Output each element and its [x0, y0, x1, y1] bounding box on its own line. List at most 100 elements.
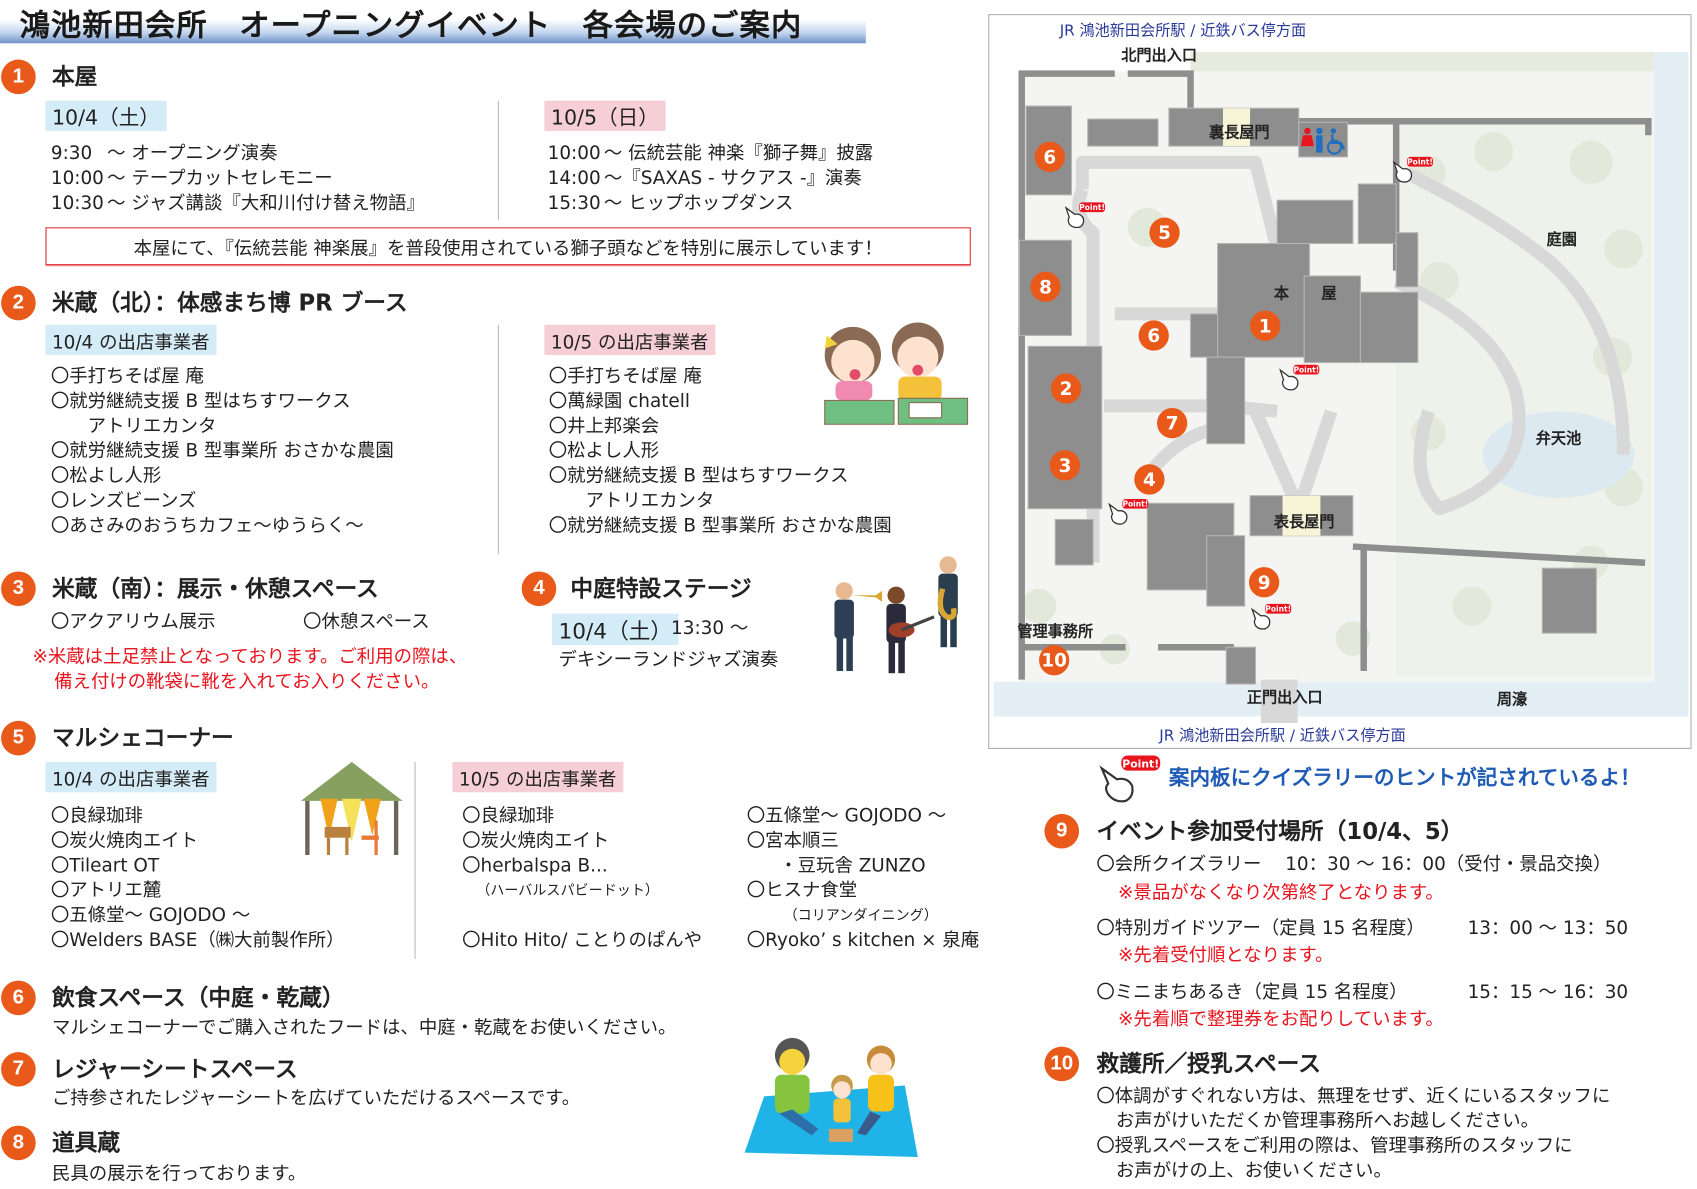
warning-note: 備え付けの靴袋に靴を入れてお入りください。: [54, 671, 440, 693]
program-item: 〇ミニまちあるき（定員 15 名程度）: [1096, 981, 1408, 1004]
title-banner: [0, 0, 866, 44]
restroom-icon: [1300, 127, 1346, 155]
map-marker-label: 4: [1143, 470, 1156, 491]
section-number-8: 8: [1, 1125, 36, 1161]
pointing-hand-icon: [1064, 206, 1085, 229]
point-badge-bg: [1293, 364, 1320, 375]
vendor-item: 〇Tileart OT: [50, 855, 160, 877]
vendor-item: 〇五條堂〜 GOJODO 〜: [746, 805, 947, 827]
vendors-badge-day1: 10/4 の出店事業者: [45, 761, 217, 793]
program-time: 13：00 〜 13：50: [1467, 917, 1629, 940]
stage-event: デキシーランドジャズ演奏: [558, 649, 779, 672]
vendor-item: 〇炭火焼肉エイト: [50, 830, 199, 852]
section-heading-10: 救護所／授乳スペース: [1096, 1050, 1321, 1077]
facility-item: 〇休憩スペース: [303, 611, 430, 634]
section-number-1: 1: [1, 59, 36, 95]
map-marker-label: 5: [1158, 223, 1171, 244]
section-heading-5: マルシェコーナー: [51, 725, 234, 752]
section-number-7: 7: [1, 1051, 36, 1087]
section-heading-9: イベント参加受付場所（10/4、5）: [1096, 818, 1464, 845]
info-line: 〇授乳スペースをご利用の際は、管理事務所のスタッフに: [1096, 1135, 1573, 1157]
map-label-north-gate: 北門出入口: [1121, 47, 1197, 65]
pointing-hand-icon: [1250, 607, 1271, 630]
section-number-6: 6: [1, 980, 36, 1016]
map-marker-circle: [1034, 141, 1065, 173]
map-label-office: 管理事務所: [1017, 622, 1093, 640]
pointing-hand-icon: Point!: [1099, 755, 1161, 803]
vendor-item: 〇就労継続支援 B 型事業所 おさかな農園: [50, 440, 394, 463]
vendor-item: アトリエカンタ: [567, 490, 715, 512]
section-desc-8: 民具の展示を行っております。: [51, 1163, 307, 1186]
section-number-2: 2: [1, 285, 36, 321]
pointing-hand-icon: [1279, 368, 1299, 391]
schedule-item: 10:00〜 テープカットセレモニー: [50, 167, 333, 190]
map-marker-circle: [1138, 320, 1169, 351]
warning-note: ※米蔵は土足禁止となっております。ご利用の際は、: [32, 646, 468, 668]
map-marker-label: 9: [1258, 573, 1271, 594]
section-number-9: 9: [1044, 813, 1080, 849]
vendor-item: 〇レンズビーンズ: [50, 490, 197, 512]
map-marker-label: 2: [1060, 379, 1073, 400]
front-gate-passage: [1282, 495, 1321, 536]
vendor-item: 〇就労継続支援 B 型はちすワークス: [50, 390, 351, 413]
map-label-main-house: 本: [1274, 285, 1290, 303]
info-line: お声がけの上、お使いください。: [1115, 1160, 1392, 1182]
map-label-back-gate: 裏長屋門: [1208, 123, 1270, 141]
vendor-item: 〇ヒスナ食堂: [746, 879, 858, 902]
point-badge-bg: [1265, 603, 1292, 614]
divider: [497, 324, 499, 555]
section-number-5: 5: [1, 720, 36, 756]
divider: [414, 761, 416, 959]
tent-illustration: [300, 761, 403, 856]
point-badge: Point!: [1293, 365, 1319, 374]
point-badge: Point!: [1079, 203, 1105, 212]
vendor-item-subtitle: （ハーバルスパビードット）: [476, 883, 659, 900]
vendor-item: 〇Hito Hito/ ことりのぱんや: [462, 929, 703, 952]
notice-box: 本屋にて、『伝統芸能 神楽展』を普段使用されている獅子頭などを特別に展示していま…: [45, 227, 971, 266]
moat-east: [1653, 51, 1689, 715]
map-marker-circle: [1248, 567, 1280, 598]
schedule-item: 10:30〜 ジャズ講談『大和川付け替え物語』: [50, 192, 425, 215]
point-badge-bg: [1122, 498, 1149, 509]
vendor-item: 〇宮本順三: [746, 830, 839, 852]
date-badge: 10/4（土）: [551, 613, 679, 646]
section-number-4: 4: [521, 571, 557, 607]
map-marker-circle: [1050, 373, 1082, 404]
point-badge-bg: [1079, 202, 1106, 213]
vendor-item: 〇手打ちそば屋 庵: [548, 365, 702, 388]
vendor-item: 〇Ryoko’ s kitchen × 泉庵: [746, 929, 980, 952]
point-badge: Point!: [1265, 604, 1291, 613]
program-note: ※先着受付順となります。: [1118, 944, 1334, 967]
map-marker-circle: [1250, 310, 1281, 341]
section-heading-4: 中庭特設ステージ: [570, 575, 752, 602]
map-label-garden: 庭園: [1547, 231, 1577, 249]
program-item: 〇特別ガイドツアー（定員 15 名程度）: [1096, 917, 1425, 940]
map-marker-circle: [1149, 217, 1180, 248]
map-marker-circle: [1134, 464, 1165, 495]
section-desc-6: マルシェコーナーでご購入されたフードは、中庭・乾蔵をお使いください。: [51, 1017, 677, 1040]
info-line: 〇体調がすぐれない方は、無理をせず、近くにいるスタッフに: [1096, 1085, 1611, 1108]
quiz-hint-text: 案内板にクイズラリーのヒントが記されているよ！: [1168, 766, 1641, 791]
vendors-badge-day2: 10/5 の出店事業者: [544, 324, 715, 355]
map-label-pond: 弁天池: [1536, 430, 1581, 448]
program-note: ※景品がなくなり次第終了となります。: [1118, 882, 1444, 904]
point-badge-bg: [1406, 156, 1433, 167]
page-title: 鴻池新田会所 オープニングイベント 各会場のご案内: [19, 7, 803, 44]
program-time: 15：15 〜 16：30: [1467, 981, 1629, 1004]
date-badge-day1: 10/4（土）: [45, 100, 167, 131]
section-heading-8: 道具蔵: [51, 1129, 121, 1156]
vendor-item: 〇Welders BASE（㈱大前製作所）: [50, 929, 345, 952]
vendor-item: 〇アトリエ麓: [50, 879, 162, 902]
vendor-item: 〇就労継続支援 B 型はちすワークス: [548, 465, 849, 488]
vendor-item: 〇井上邦楽会: [548, 415, 660, 438]
picnic-family-illustration: [744, 1037, 918, 1157]
buildings: [1018, 105, 1597, 685]
map-marker-circle: [1030, 271, 1061, 302]
vendor-item: 〇萬緑園 chatell: [548, 390, 690, 413]
moat-south: [993, 681, 1689, 717]
pointing-hand-icon: [1392, 160, 1413, 183]
divider: [497, 100, 499, 220]
